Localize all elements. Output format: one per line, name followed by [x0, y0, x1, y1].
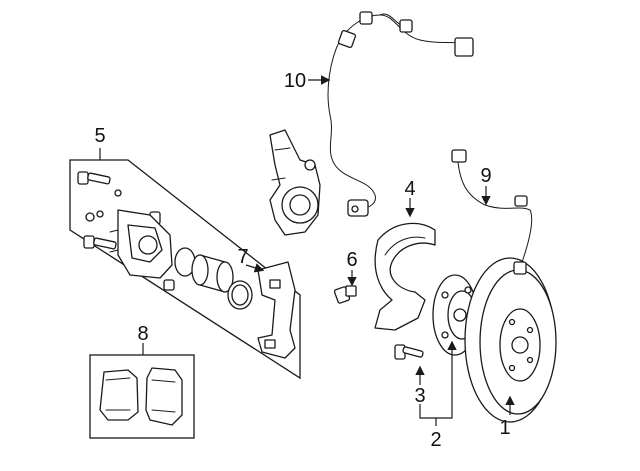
callout-4: 4 [404, 178, 415, 200]
callout-9: 9 [480, 165, 491, 187]
brake-hose-part [451, 149, 533, 275]
steering-knuckle-part [269, 129, 321, 236]
callout-5: 5 [94, 125, 105, 147]
callout-3: 3 [414, 385, 425, 407]
caliper-body-part [109, 209, 173, 279]
caliper-piston-part [174, 247, 253, 310]
callout-8: 8 [137, 323, 148, 345]
brake-rotor-part [464, 257, 557, 423]
caliper-kit-box [69, 159, 301, 380]
callout-1: 1 [499, 417, 510, 439]
caliper-hardware-part [77, 171, 175, 291]
splash-shield-part [374, 222, 436, 331]
abs-sensor-harness-part [327, 11, 474, 217]
hub-bolt-part [394, 344, 424, 360]
callout-2: 2 [430, 429, 441, 451]
caliper-bracket-part [257, 261, 296, 359]
callout-10: 10 [284, 70, 306, 92]
leader-lines [99, 75, 515, 426]
brake-pad-box [89, 354, 195, 439]
callout-labels: 1 2 3 4 5 6 7 8 9 10 [94, 70, 510, 451]
callout-7: 7 [237, 246, 248, 268]
callout-6: 6 [346, 249, 357, 271]
fitting-part [333, 285, 357, 304]
